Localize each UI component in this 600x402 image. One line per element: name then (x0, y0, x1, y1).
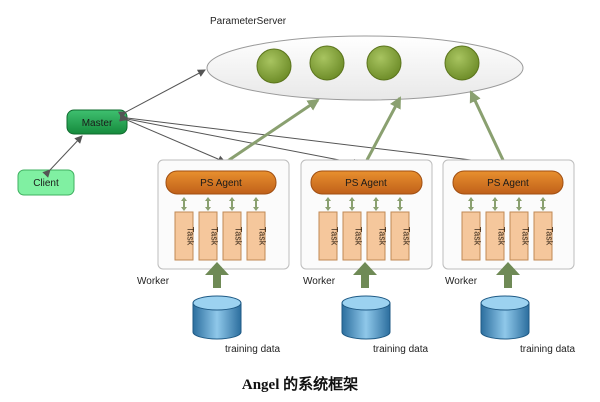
ps-node-1 (256, 48, 292, 84)
diagram-caption: Angel 的系统框架 (241, 377, 359, 393)
task-box (342, 211, 362, 261)
training-data-label: training data (225, 344, 280, 355)
task-box (246, 211, 266, 261)
worker-group-1: PS Agent Task Task Task Task Worker trainin… (137, 159, 290, 355)
ps-agent-label: PS Agent (200, 178, 242, 189)
ps-node-4 (444, 45, 480, 81)
master-worker3-arrow (119, 113, 505, 168)
task-label: Task (210, 227, 220, 246)
ps-node-2 (309, 45, 345, 81)
ps-agent-box (310, 170, 423, 195)
worker-label: Worker (303, 276, 336, 287)
training-data-label: training data (373, 344, 428, 355)
task-agent-arrow (325, 197, 331, 211)
training-data-label: training data (520, 344, 575, 355)
task-label: Task (378, 227, 388, 246)
ps-node-3 (366, 45, 402, 81)
task-box (366, 211, 386, 261)
task-label: Task (497, 227, 507, 246)
task-label: Task (545, 227, 555, 246)
worker-group-3: PS Agent Task Task Task Task Worker trainin… (442, 159, 575, 355)
task-box (533, 211, 553, 261)
task-agent-arrow (397, 197, 403, 211)
ps-agent-box (165, 170, 277, 195)
master-worker1-arrow (118, 113, 226, 163)
task-row: Task Task Task Task (461, 197, 555, 261)
task-box (485, 211, 505, 261)
task-label: Task (258, 227, 268, 246)
task-box (509, 211, 529, 261)
worker-group-2: PS Agent Task Task Task Task Worker trainin… (300, 159, 433, 355)
ps-agent1-arrow (217, 98, 320, 171)
task-agent-arrow (468, 197, 474, 211)
master-ps-arrow (117, 69, 206, 119)
task-box (174, 211, 194, 261)
task-agent-arrow (373, 197, 379, 211)
ps-agent-box (452, 170, 564, 195)
input-arrow (496, 262, 520, 288)
task-row: Task Task Task Task (318, 197, 412, 261)
task-label: Task (402, 227, 412, 246)
task-agent-arrow (516, 197, 522, 211)
task-box (390, 211, 410, 261)
task-label: Task (330, 227, 340, 246)
client-label: Client (33, 178, 59, 189)
task-box (318, 211, 338, 261)
task-label: Task (234, 227, 244, 246)
task-label: Task (473, 227, 483, 246)
input-arrow (353, 262, 377, 288)
ps-agent2-arrow (357, 96, 402, 172)
task-label: Task (521, 227, 531, 246)
task-agent-arrow (205, 197, 211, 211)
task-agent-arrow (253, 197, 259, 211)
task-agent-arrow (540, 197, 546, 211)
worker-label: Worker (137, 276, 170, 287)
master-label: Master (82, 118, 113, 129)
input-arrow (205, 262, 229, 288)
task-agent-arrow (492, 197, 498, 211)
task-label: Task (354, 227, 364, 246)
ps-agent-label: PS Agent (345, 178, 387, 189)
ps-agent3-arrow (469, 90, 513, 172)
task-box (222, 211, 242, 261)
database-icon (341, 295, 391, 340)
parameter-server-label: ParameterServer (210, 16, 287, 27)
task-agent-arrow (349, 197, 355, 211)
task-agent-arrow (229, 197, 235, 211)
task-box (198, 211, 218, 261)
client-master-arrow (42, 135, 83, 178)
master-worker2-arrow (119, 113, 361, 167)
ps-agent-arrows (217, 90, 513, 172)
database-icon (480, 295, 530, 340)
task-box (461, 211, 481, 261)
database-icon (192, 295, 242, 340)
ps-agent-label: PS Agent (487, 178, 529, 189)
worker-label: Worker (445, 276, 478, 287)
task-row: Task Task Task Task (174, 197, 268, 261)
task-agent-arrow (181, 197, 187, 211)
task-label: Task (186, 227, 196, 246)
